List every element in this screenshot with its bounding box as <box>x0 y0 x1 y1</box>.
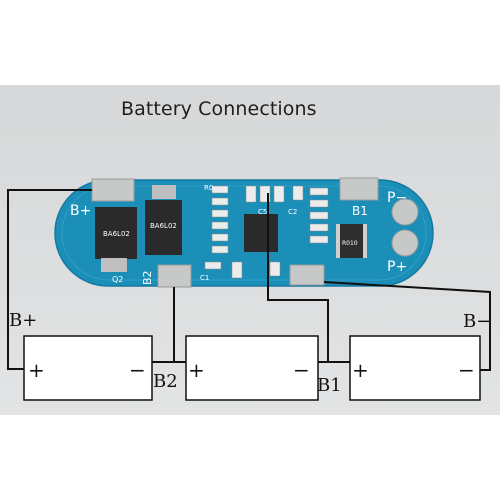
silk-d2: Q2 <box>112 275 123 284</box>
battery-cell-1: + − <box>23 335 153 401</box>
pad-b2 <box>157 264 192 288</box>
svg-text:+: + <box>188 358 205 382</box>
mosfet-right: BA6L02 <box>145 185 182 255</box>
label-b-minus: B− <box>463 311 491 332</box>
silk-b1: B1 <box>352 204 368 218</box>
svg-text:BA6L02: BA6L02 <box>103 230 130 238</box>
label-b2: B2 <box>153 371 178 392</box>
silk-r0: R0 <box>204 184 213 192</box>
label-b1: B1 <box>317 375 342 396</box>
silk-c1: C1 <box>200 274 209 282</box>
smd-components <box>204 185 329 279</box>
pad-b1 <box>339 177 379 201</box>
silk-p-minus: P− <box>387 190 407 206</box>
page-title: Battery Connections <box>121 98 317 120</box>
pad-b-minus <box>289 264 325 286</box>
pad-p-minus <box>391 198 419 226</box>
silk-c5: C5 <box>258 208 267 216</box>
pad-p-plus <box>391 229 419 257</box>
svg-text:−: − <box>129 358 146 382</box>
svg-text:+: + <box>352 358 369 382</box>
svg-text:−: − <box>458 358 475 382</box>
battery-cell-2: + − <box>185 335 319 401</box>
battery-cell-3: + − <box>349 335 481 401</box>
silk-p-plus: P+ <box>387 259 407 275</box>
svg-text:+: + <box>28 358 45 382</box>
svg-text:−: − <box>293 358 310 382</box>
svg-text:R010: R010 <box>342 240 358 247</box>
pad-b-plus <box>91 178 135 202</box>
mosfet-left: BA6L02 <box>95 207 137 272</box>
sense-resistor: R010 <box>336 224 367 258</box>
label-b-plus: B+ <box>9 310 37 331</box>
silk-b-plus: B+ <box>70 203 91 219</box>
silk-c2: C2 <box>288 208 297 216</box>
wiring <box>7 189 491 371</box>
svg-text:BA6L02: BA6L02 <box>150 222 177 230</box>
protection-ic <box>244 214 278 252</box>
silk-b2: B2 <box>141 270 154 285</box>
